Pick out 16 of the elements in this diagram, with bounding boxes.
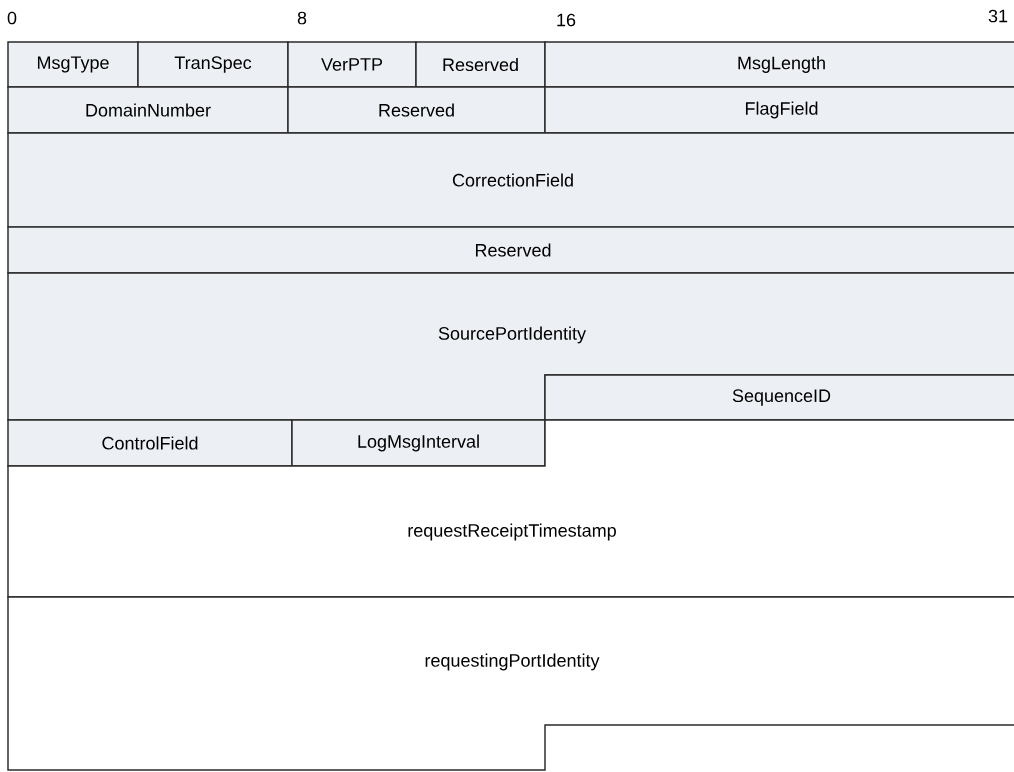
field-cell: ControlField <box>7 419 293 467</box>
field-cell: TranSpec <box>137 41 289 88</box>
field-cell: LogMsgInterval <box>291 419 546 467</box>
field-cell: VerPTP <box>287 41 417 88</box>
bit-number: 0 <box>7 11 17 25</box>
bit-number: 31 <box>988 9 1008 23</box>
field-cell: FlagField <box>544 86 1014 134</box>
node-label: FlagField <box>745 101 818 119</box>
field-cell: Reserved <box>415 41 546 88</box>
field-cell: MsgType <box>7 41 139 88</box>
node-label: MsgLength <box>738 56 825 73</box>
bit-number: 16 <box>557 13 576 27</box>
field-cell: requestingPortIdentity <box>7 596 1014 771</box>
field-cell: SequenceID <box>544 374 1014 421</box>
bit-number: 8 <box>297 11 307 25</box>
field-cell: Reserved <box>7 226 1014 274</box>
